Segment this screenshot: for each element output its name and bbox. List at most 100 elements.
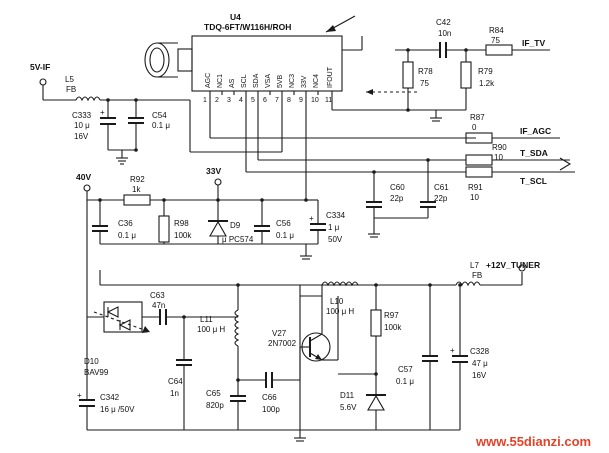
c42-value: 10n: [438, 29, 451, 38]
d11-value: 5.6V: [340, 403, 357, 412]
c328-ref: C328: [470, 347, 490, 356]
pin-number: 11: [325, 97, 332, 104]
watermark: www.55dianzi.com: [475, 434, 591, 449]
r91-value: 10: [470, 193, 479, 202]
boost-section: D10 BAV99 + C342 16 μ /50V C63 47n C64 1…: [77, 200, 540, 442]
tuning-voltage-section: 40V 33V R92 1k C36 0.1 μ R98 100k: [76, 95, 346, 260]
c328-rating: 16V: [472, 371, 487, 380]
power-in-label: 5V-IF: [30, 62, 50, 72]
resistor-r84: [485, 44, 513, 56]
pin-number: 3: [227, 97, 231, 104]
c66-value: 100p: [262, 405, 280, 414]
resistor-r79: [460, 61, 472, 89]
inductor-l5: [75, 96, 101, 102]
svg-text:+: +: [450, 346, 455, 355]
c54-ref: C54: [152, 111, 167, 120]
r84-ref: R84: [489, 26, 504, 35]
c60-value: 22p: [390, 194, 404, 203]
tuner-part: TDQ-6FT/W116H/ROH: [204, 22, 291, 32]
pin-name: SCL: [241, 74, 248, 88]
c63-value: 47n: [152, 301, 165, 310]
c342-ref: C342: [100, 393, 120, 402]
tuner-pin-names: AGC NC1 AS SCL SDA VSA 5VB NC3 33V NC4 I…: [205, 66, 334, 88]
r90-ref: R90: [492, 143, 507, 152]
l10-ref: L10: [330, 297, 344, 306]
resistor-r78: [402, 61, 414, 89]
pin-name: AGC: [205, 73, 212, 88]
pin-name: IFOUT: [327, 66, 334, 88]
svg-text:+: +: [77, 391, 82, 400]
c60-ref: C60: [390, 183, 405, 192]
r87-value: 0: [472, 123, 477, 132]
pin-number: 4: [239, 97, 243, 104]
r97-ref: R97: [384, 311, 399, 320]
pin-number: 8: [287, 97, 291, 104]
d9-value: μ PC574: [222, 235, 254, 244]
svg-text:+: +: [309, 214, 314, 223]
pin-number: 2: [215, 97, 219, 104]
tuner-body: [191, 35, 343, 92]
pin-name: NC1: [217, 74, 224, 88]
d9-ref: D9: [230, 221, 241, 230]
l5-ref: L5: [65, 75, 74, 84]
pin-name: 33V: [301, 75, 308, 88]
resistor-r98: [158, 215, 170, 243]
r98-ref: R98: [174, 219, 189, 228]
resistor-r90: [465, 154, 493, 166]
l7-value: FB: [472, 271, 482, 280]
pin-number: 7: [275, 97, 279, 104]
pin-name: NC4: [313, 74, 320, 88]
pin-name: 5VB: [277, 74, 284, 88]
r87-ref: R87: [470, 113, 485, 122]
r79-value: 1.2k: [479, 79, 495, 88]
c65-ref: C65: [206, 389, 221, 398]
inductor-l10: [321, 281, 359, 287]
c333-value: 10 μ: [74, 121, 90, 130]
resistor-r97: [370, 309, 382, 337]
c333-rating: 16V: [74, 132, 89, 141]
c56-ref: C56: [276, 219, 291, 228]
c334-ref: C334: [326, 211, 346, 220]
v27-ref: V27: [272, 329, 287, 338]
rail-33v-label: 33V: [206, 166, 221, 176]
pin-number: 1: [203, 97, 207, 104]
pin-name: SDA: [253, 73, 260, 88]
r84-value: 75: [491, 36, 500, 45]
pin-name: NC3: [289, 74, 296, 88]
pin-name: VSA: [265, 74, 272, 88]
d11-ref: D11: [340, 391, 355, 400]
c63-ref: C63: [150, 291, 165, 300]
c56-value: 0.1 μ: [276, 231, 294, 240]
t-scl-label: T_SCL: [520, 176, 547, 186]
if-tv-label: IF_TV: [522, 38, 545, 48]
c65-value: 820p: [206, 401, 224, 410]
pin-number: 6: [263, 97, 267, 104]
l7-ref: L7: [470, 261, 479, 270]
r92-ref: R92: [130, 175, 145, 184]
control-lines: R87 0 IF_AGC R90 10 T_SDA R91 10 T_SCL C…: [209, 95, 575, 238]
pin-number: 5: [251, 97, 255, 104]
c64-value: 1n: [170, 389, 179, 398]
l5-value: FB: [66, 85, 76, 94]
r79-ref: R79: [478, 67, 493, 76]
resistor-r91: [465, 166, 493, 178]
l10-value: 100 μ H: [326, 307, 354, 316]
pin-number: 10: [311, 97, 319, 104]
tuner-module-u4: U4 TDQ-6FT/W116H/ROH AGC NC1 AS SCL SDA …: [144, 12, 356, 104]
c342-value: 16 μ /50V: [100, 405, 135, 414]
d10-ref: D10: [84, 357, 99, 366]
r92-value: 1k: [132, 185, 141, 194]
c333-ref: C333: [72, 111, 92, 120]
c42-ref: C42: [436, 18, 451, 27]
l11-ref: L11: [200, 315, 213, 324]
c334-rating: 50V: [328, 235, 343, 244]
t-sda-label: T_SDA: [520, 148, 548, 158]
pin-name: AS: [229, 78, 236, 88]
tuner12-label: +12V_TUNER: [486, 260, 540, 270]
r90-value: 10: [494, 153, 503, 162]
c66-ref: C66: [262, 393, 277, 402]
inductor-l11: [234, 309, 240, 347]
c61-ref: C61: [434, 183, 449, 192]
r97-value: 100k: [384, 323, 402, 332]
power-input-section: 5V-IF L5 FB + C333 10 μ 16V C54 0.1 μ: [30, 62, 282, 165]
